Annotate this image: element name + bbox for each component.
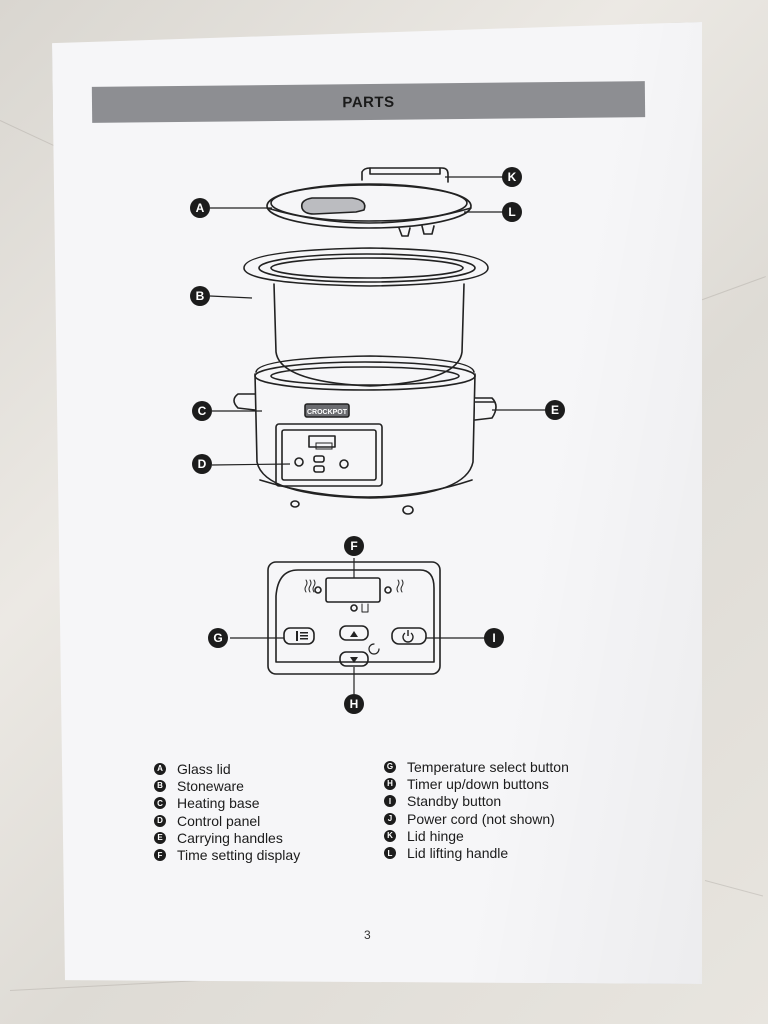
brand-logo-plate — [304, 403, 350, 418]
marble-vein — [0, 120, 55, 147]
callout-d — [192, 454, 212, 474]
legend-badge: I — [384, 795, 396, 808]
callout-b-letter: B — [196, 289, 205, 303]
lcd-window — [315, 442, 333, 450]
marble-vein — [704, 880, 764, 897]
legend-label: Power cord (not shown) — [407, 810, 555, 827]
temperature-icon — [296, 631, 298, 641]
legend-badge: L — [384, 847, 396, 860]
down-arrow-icon — [350, 657, 358, 663]
legend-item: K Lid hinge — [384, 827, 569, 844]
standby-button[interactable] — [391, 627, 427, 645]
callout-a-letter: A — [196, 201, 205, 215]
callout-e — [545, 400, 565, 420]
callout-c — [192, 401, 212, 421]
hand-icon — [361, 603, 369, 613]
legend-item: G Temperature select button — [384, 758, 569, 775]
legend-item: A Glass lid — [154, 760, 300, 777]
legend-item: B Stoneware — [154, 777, 300, 794]
legend-label: Time setting display — [177, 847, 301, 864]
legend-badge: H — [384, 777, 396, 790]
legend-label: Timer up/down buttons — [407, 775, 549, 792]
indicator-light-left — [314, 586, 322, 594]
control-panel — [275, 423, 383, 487]
up-arrow-icon — [350, 631, 358, 637]
page-number: 3 — [364, 928, 371, 942]
callout-f-letter: F — [350, 539, 357, 553]
legend-badge: A — [154, 762, 166, 775]
legend-item: J Power cord (not shown) — [384, 810, 569, 827]
power-icon — [402, 630, 414, 643]
callout-d-letter: D — [198, 457, 207, 471]
legend-label: Carrying handles — [177, 829, 283, 846]
callout-k — [502, 167, 522, 187]
legend-item: C Heating base — [154, 795, 300, 812]
glass-lid — [266, 183, 472, 237]
lid-hinge — [361, 167, 449, 183]
legend-label: Temperature select button — [407, 758, 569, 775]
legend-label: Standby button — [407, 793, 502, 810]
timer-down-button[interactable] — [339, 651, 369, 667]
callout-f — [344, 536, 364, 556]
callout-a — [190, 198, 210, 218]
legend-badge: C — [154, 797, 166, 810]
legend-badge: D — [154, 814, 166, 827]
callout-e-letter: E — [551, 403, 559, 417]
legend-badge: E — [154, 831, 166, 844]
legend-item: L Lid lifting handle — [384, 844, 569, 861]
heating-base — [254, 355, 476, 515]
legend-badge: K — [384, 829, 396, 842]
indicator-light-auto — [350, 604, 358, 612]
callout-i-letter: I — [492, 631, 495, 645]
legend-item: D Control panel — [154, 812, 300, 829]
callout-h-letter: H — [350, 697, 359, 711]
legend-label: Control panel — [177, 812, 261, 829]
callout-g-letter: G — [213, 631, 222, 645]
time-setting-display — [325, 577, 381, 603]
heat-low-icon — [304, 579, 316, 593]
legend-badge: J — [384, 812, 396, 825]
legend-label: Glass lid — [177, 760, 231, 777]
legend-item: H Timer up/down buttons — [384, 775, 569, 792]
legend-badge: G — [384, 760, 396, 773]
callout-c-letter: C — [198, 404, 207, 418]
callout-h — [344, 694, 364, 714]
marble-vein — [699, 276, 766, 301]
legend-label: Stoneware — [177, 777, 244, 794]
manual-page: PARTS — [52, 22, 702, 984]
timer-icon — [368, 643, 380, 655]
timer-up-button[interactable] — [339, 625, 369, 641]
callout-i — [484, 628, 504, 648]
legend-label: Heating base — [177, 795, 260, 812]
legend-badge: B — [154, 779, 166, 792]
stoneware — [243, 247, 489, 387]
callout-k-letter: K — [508, 170, 517, 184]
legend-label: Lid lifting handle — [407, 845, 509, 862]
temperature-select-button[interactable] — [283, 627, 315, 645]
heat-high-icon — [396, 579, 404, 593]
callout-l — [502, 202, 522, 222]
callout-g — [208, 628, 228, 648]
parts-diagram: A B C D E F G H I K L CROCKPOT — [190, 167, 565, 714]
indicator-light-right — [384, 586, 392, 594]
legend-label: Lid hinge — [407, 827, 464, 844]
callout-l-letter: L — [508, 205, 515, 219]
callout-b — [190, 286, 210, 306]
legend-item: F Time setting display — [154, 846, 300, 863]
legend-item: E Carrying handles — [154, 829, 300, 846]
legend-item: I Standby button — [384, 793, 569, 810]
legend-badge: F — [154, 849, 166, 862]
lid-lifting-handle — [300, 197, 366, 215]
brand-logo-text: CROCKPOT — [307, 409, 348, 416]
carrying-handles — [233, 393, 497, 421]
